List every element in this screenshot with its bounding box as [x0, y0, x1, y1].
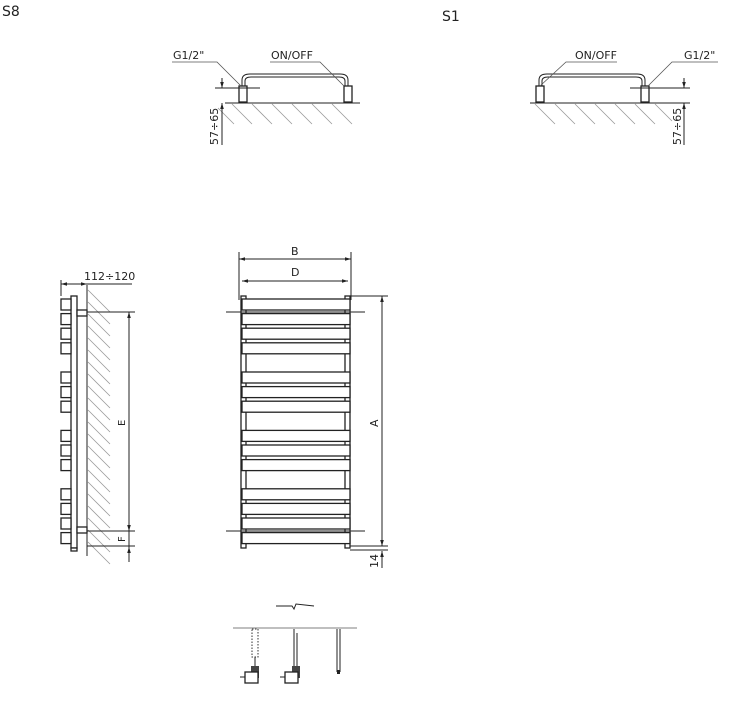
- variant-label-s1: S1: [442, 9, 460, 25]
- front-bar-1: [241, 298, 351, 311]
- side-fin-8: [60, 429, 72, 443]
- hatch-line: [87, 493, 111, 517]
- front-bar-3: [241, 327, 351, 340]
- s1-heating-element-loop: [538, 73, 646, 88]
- side-fin-7: [60, 400, 72, 413]
- s1-valve-left: [535, 85, 545, 103]
- straight-cable-plug: [280, 629, 300, 684]
- front-bar-12: [241, 502, 351, 516]
- hatch-line: [87, 433, 111, 457]
- side-bracket-bottom: [76, 526, 88, 534]
- side-fin-2: [60, 312, 72, 326]
- hatch-line: [87, 385, 111, 409]
- front-bar-2: [241, 312, 351, 326]
- front-bar-13: [241, 517, 351, 530]
- hatch-line: [87, 541, 111, 565]
- front-left-tube: [240, 295, 247, 549]
- s8-connection-detail: 57÷65 G1/2" ON/OFF: [172, 49, 360, 145]
- dimension-b-label: B: [291, 245, 299, 258]
- hatch-line: [87, 421, 111, 445]
- s8-valve-right: [343, 85, 353, 103]
- hatch-line: [87, 397, 111, 421]
- s8-thread-label: G1/2": [173, 49, 204, 62]
- hatch-line: [87, 481, 111, 505]
- side-fin-3: [60, 327, 72, 340]
- side-fin-6: [60, 385, 72, 399]
- hatch-line: [87, 457, 111, 481]
- dimension-a-label: A: [368, 419, 381, 427]
- side-fin-11: [60, 488, 72, 501]
- s8-valve-left: [238, 85, 248, 103]
- side-fin-1: [60, 298, 72, 311]
- hatch-line: [87, 337, 111, 361]
- hatch-line: [87, 289, 111, 313]
- s8-switch-leader: [270, 61, 345, 87]
- front-bar-8: [241, 429, 351, 443]
- side-fin-10: [60, 458, 72, 472]
- front-right-tube: [344, 295, 351, 549]
- side-bracket-top: [76, 309, 88, 317]
- front-bar-5: [241, 371, 351, 384]
- dimension-e-label: E: [117, 420, 128, 426]
- s1-thread-leader: [647, 61, 718, 87]
- s1-thread-label: G1/2": [684, 49, 715, 62]
- s1-connection-detail: 57÷65 ON/OFF G1/2": [530, 49, 718, 145]
- hatch-line: [87, 469, 111, 493]
- s8-heating-element-loop: [241, 73, 349, 88]
- front-bar-4: [241, 342, 351, 355]
- hatch-line: [87, 325, 111, 349]
- s8-height-dimension: 57÷65: [208, 108, 221, 145]
- hatch-line: [87, 517, 111, 541]
- wall-distance-label: 112÷120: [84, 270, 135, 283]
- dimension-f-label: F: [117, 536, 128, 542]
- side-fin-13: [60, 517, 72, 530]
- side-fin-12: [60, 502, 72, 516]
- s1-height-dimension: 57÷65: [671, 108, 684, 145]
- hatch-line: [87, 529, 111, 553]
- s8-wall-hatch: [217, 103, 353, 125]
- s1-switch-label: ON/OFF: [575, 49, 617, 62]
- side-view: 112÷120 E F: [60, 270, 135, 565]
- switch-symbol: [276, 603, 315, 611]
- hatch-line: [87, 373, 111, 397]
- power-connection-variants: [233, 603, 357, 684]
- front-bar-14: [241, 531, 351, 545]
- front-bar-10: [241, 458, 351, 472]
- side-frame-tube: [70, 295, 78, 549]
- s8-thread-leader: [172, 61, 242, 87]
- s1-switch-leader: [539, 61, 617, 87]
- side-fin-9: [60, 444, 72, 457]
- s8-switch-label: ON/OFF: [271, 49, 313, 62]
- hatch-line: [87, 301, 111, 325]
- hardwired-cable: [336, 629, 341, 674]
- hatch-line: [87, 409, 111, 433]
- front-bar-11: [241, 488, 351, 501]
- side-fin-4: [60, 342, 72, 355]
- s1-valve-right: [640, 85, 650, 103]
- front-bar-6: [241, 385, 351, 399]
- hatch-line: [87, 313, 111, 337]
- hatch-line: [87, 361, 111, 385]
- spiral-cable-plug: [240, 628, 259, 684]
- hatch-line: [87, 505, 111, 529]
- front-view: B D A 14: [226, 245, 388, 568]
- side-wall-hatch: [87, 289, 111, 565]
- side-fin-5: [60, 371, 72, 384]
- s1-wall-hatch: [534, 103, 673, 125]
- dimension-14-label: 14: [368, 554, 381, 568]
- hatch-line: [87, 349, 111, 373]
- dimension-d-label: D: [291, 266, 299, 279]
- front-bar-9: [241, 444, 351, 457]
- variant-label-s8: S8: [2, 4, 20, 20]
- side-fin-14: [60, 531, 72, 545]
- hatch-line: [87, 445, 111, 469]
- front-bar-7: [241, 400, 351, 413]
